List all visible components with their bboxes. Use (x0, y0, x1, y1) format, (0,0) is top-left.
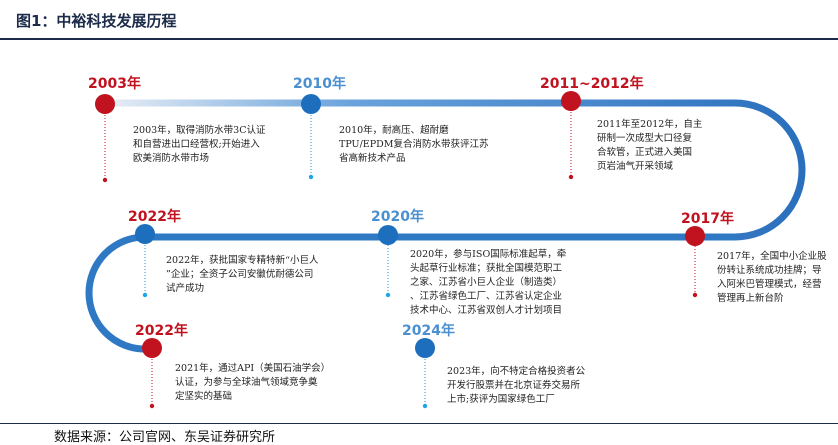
title-divider (0, 38, 838, 40)
milestone-2020 (378, 225, 398, 298)
description-line: TPU/EPDM复合消防水带获评江苏 (339, 139, 489, 150)
year-label-2003: 2003年 (88, 76, 141, 92)
description-line: 入阿米巴管理模式，经营 (717, 279, 822, 290)
description-line: 、江苏省绿色工厂、江苏省认定企业 (410, 291, 563, 302)
milestone-node (378, 225, 398, 245)
milestone-description-2003: 2003年，取得消防水带3C认证 和自营进出口经营权;开始进入 欧美消防水带市场 (133, 124, 266, 166)
description-line: 2021年，通过API（美国石油学会） (175, 363, 331, 374)
description-line: 2017年，全国中小企业股 (717, 251, 827, 262)
milestone-dot (692, 292, 698, 298)
milestone-dot (149, 403, 155, 409)
milestone-2017 (685, 226, 705, 298)
description-line: 上市;获评为国家绿色工厂 (447, 394, 555, 405)
description-line: 研制一次成型大口径复 (597, 133, 693, 144)
milestone-dot (308, 174, 314, 180)
milestone-dot (142, 292, 148, 298)
milestone-node (142, 338, 162, 358)
description-line: 开发行股票并在北京证券交易所 (447, 380, 581, 391)
milestone-description-2024: 2023年，向不特定合格投资者公 开发行股票并在北京证券交易所 上市;获评为国家… (447, 365, 585, 407)
footer-divider (0, 423, 838, 424)
description-line: ”企业；全资子公司安徽优耐德公司 (166, 269, 314, 280)
data-source: 数据来源：公司官网、东吴证券研究所 (54, 430, 276, 445)
milestone-2003 (95, 94, 115, 183)
milestone-node (95, 94, 115, 114)
year-label-2020: 2020年 (371, 209, 424, 225)
description-line: 认证，为参与全球油气领域竞争奠 (175, 377, 318, 388)
description-line: 试产成功 (166, 283, 205, 294)
description-line: 省高新技术产品 (339, 153, 406, 164)
description-line: 和自营进出口经营权;开始进入 (133, 139, 260, 150)
description-line: 2022年，获批国家专精特新“小巨人 (166, 255, 319, 266)
milestone-dot (102, 177, 108, 183)
milestone-2011-2012 (561, 91, 581, 180)
description-line: 页岩油气开采领域 (597, 161, 674, 172)
milestone-dot (385, 292, 391, 298)
description-line: 2011年至2012年，自主 (597, 119, 703, 130)
milestone-node (561, 91, 581, 111)
milestone-description-2022-a: 2022年，获批国家专精特新“小巨人 ”企业；全资子公司安徽优耐德公司 试产成功 (166, 254, 319, 296)
description-line: 合软管，正式进入美国 (597, 147, 693, 158)
milestone-node (415, 338, 435, 358)
description-line: 之家、江苏省小巨人企业（制造类） (410, 277, 563, 288)
milestone-node (685, 226, 705, 246)
milestone-description-2011-2012: 2011年至2012年，自主 研制一次成型大口径复 合软管，正式进入美国 页岩油… (597, 118, 702, 174)
milestone-2010 (301, 94, 321, 180)
milestone-node (135, 224, 155, 244)
description-line: 2010年，耐高压、超耐磨 (339, 125, 449, 136)
milestone-description-2022-b: 2021年，通过API（美国石油学会） 认证，为参与全球油气领域竞争奠 定坚实的… (175, 362, 330, 404)
description-line: 2003年，取得消防水带3C认证 (133, 125, 266, 136)
milestone-description-2017: 2017年，全国中小企业股 份转让系统成功挂牌；导 入阿米巴管理模式，经营 管理… (717, 250, 827, 306)
description-line: 定坚实的基础 (175, 391, 233, 402)
year-label-2024: 2024年 (402, 323, 455, 339)
track-row-1 (101, 99, 806, 241)
milestone-node (301, 94, 321, 114)
figure-title: 图1：中裕科技发展历程 (16, 12, 177, 30)
description-line: 2020年，参与ISO国际标准起草，牵 (410, 249, 567, 260)
description-line: 技术中心、江苏省双创人才计划项目 (410, 305, 563, 316)
year-label-2011-2012: 2011~2012年 (540, 76, 644, 92)
description-line: 2023年，向不特定合格投资者公 (447, 366, 586, 377)
description-line: 头起草行业标准；获批全国模范职工 (410, 263, 563, 274)
description-line: 份转让系统成功挂牌；导 (717, 265, 822, 276)
milestone-2022-a (135, 224, 155, 298)
milestone-dot (422, 403, 428, 409)
milestone-dot (568, 174, 574, 180)
year-label-2010: 2010年 (293, 76, 346, 92)
year-label-2017: 2017年 (681, 211, 734, 227)
milestone-description-2010: 2010年，耐高压、超耐磨 TPU/EPDM复合消防水带获评江苏 省高新技术产品 (339, 124, 488, 166)
milestone-2024 (415, 338, 435, 409)
description-line: 管理再上新台阶 (717, 293, 784, 304)
year-label-2022-b: 2022年 (135, 323, 188, 339)
track-row-2 (85, 233, 735, 353)
milestone-2022-b (142, 338, 162, 409)
milestone-description-2020: 2020年，参与ISO国际标准起草，牵 头起草行业标准；获批全国模范职工 之家、… (410, 248, 566, 318)
description-line: 欧美消防水带市场 (133, 153, 210, 164)
year-label-2022-a: 2022年 (128, 209, 181, 225)
